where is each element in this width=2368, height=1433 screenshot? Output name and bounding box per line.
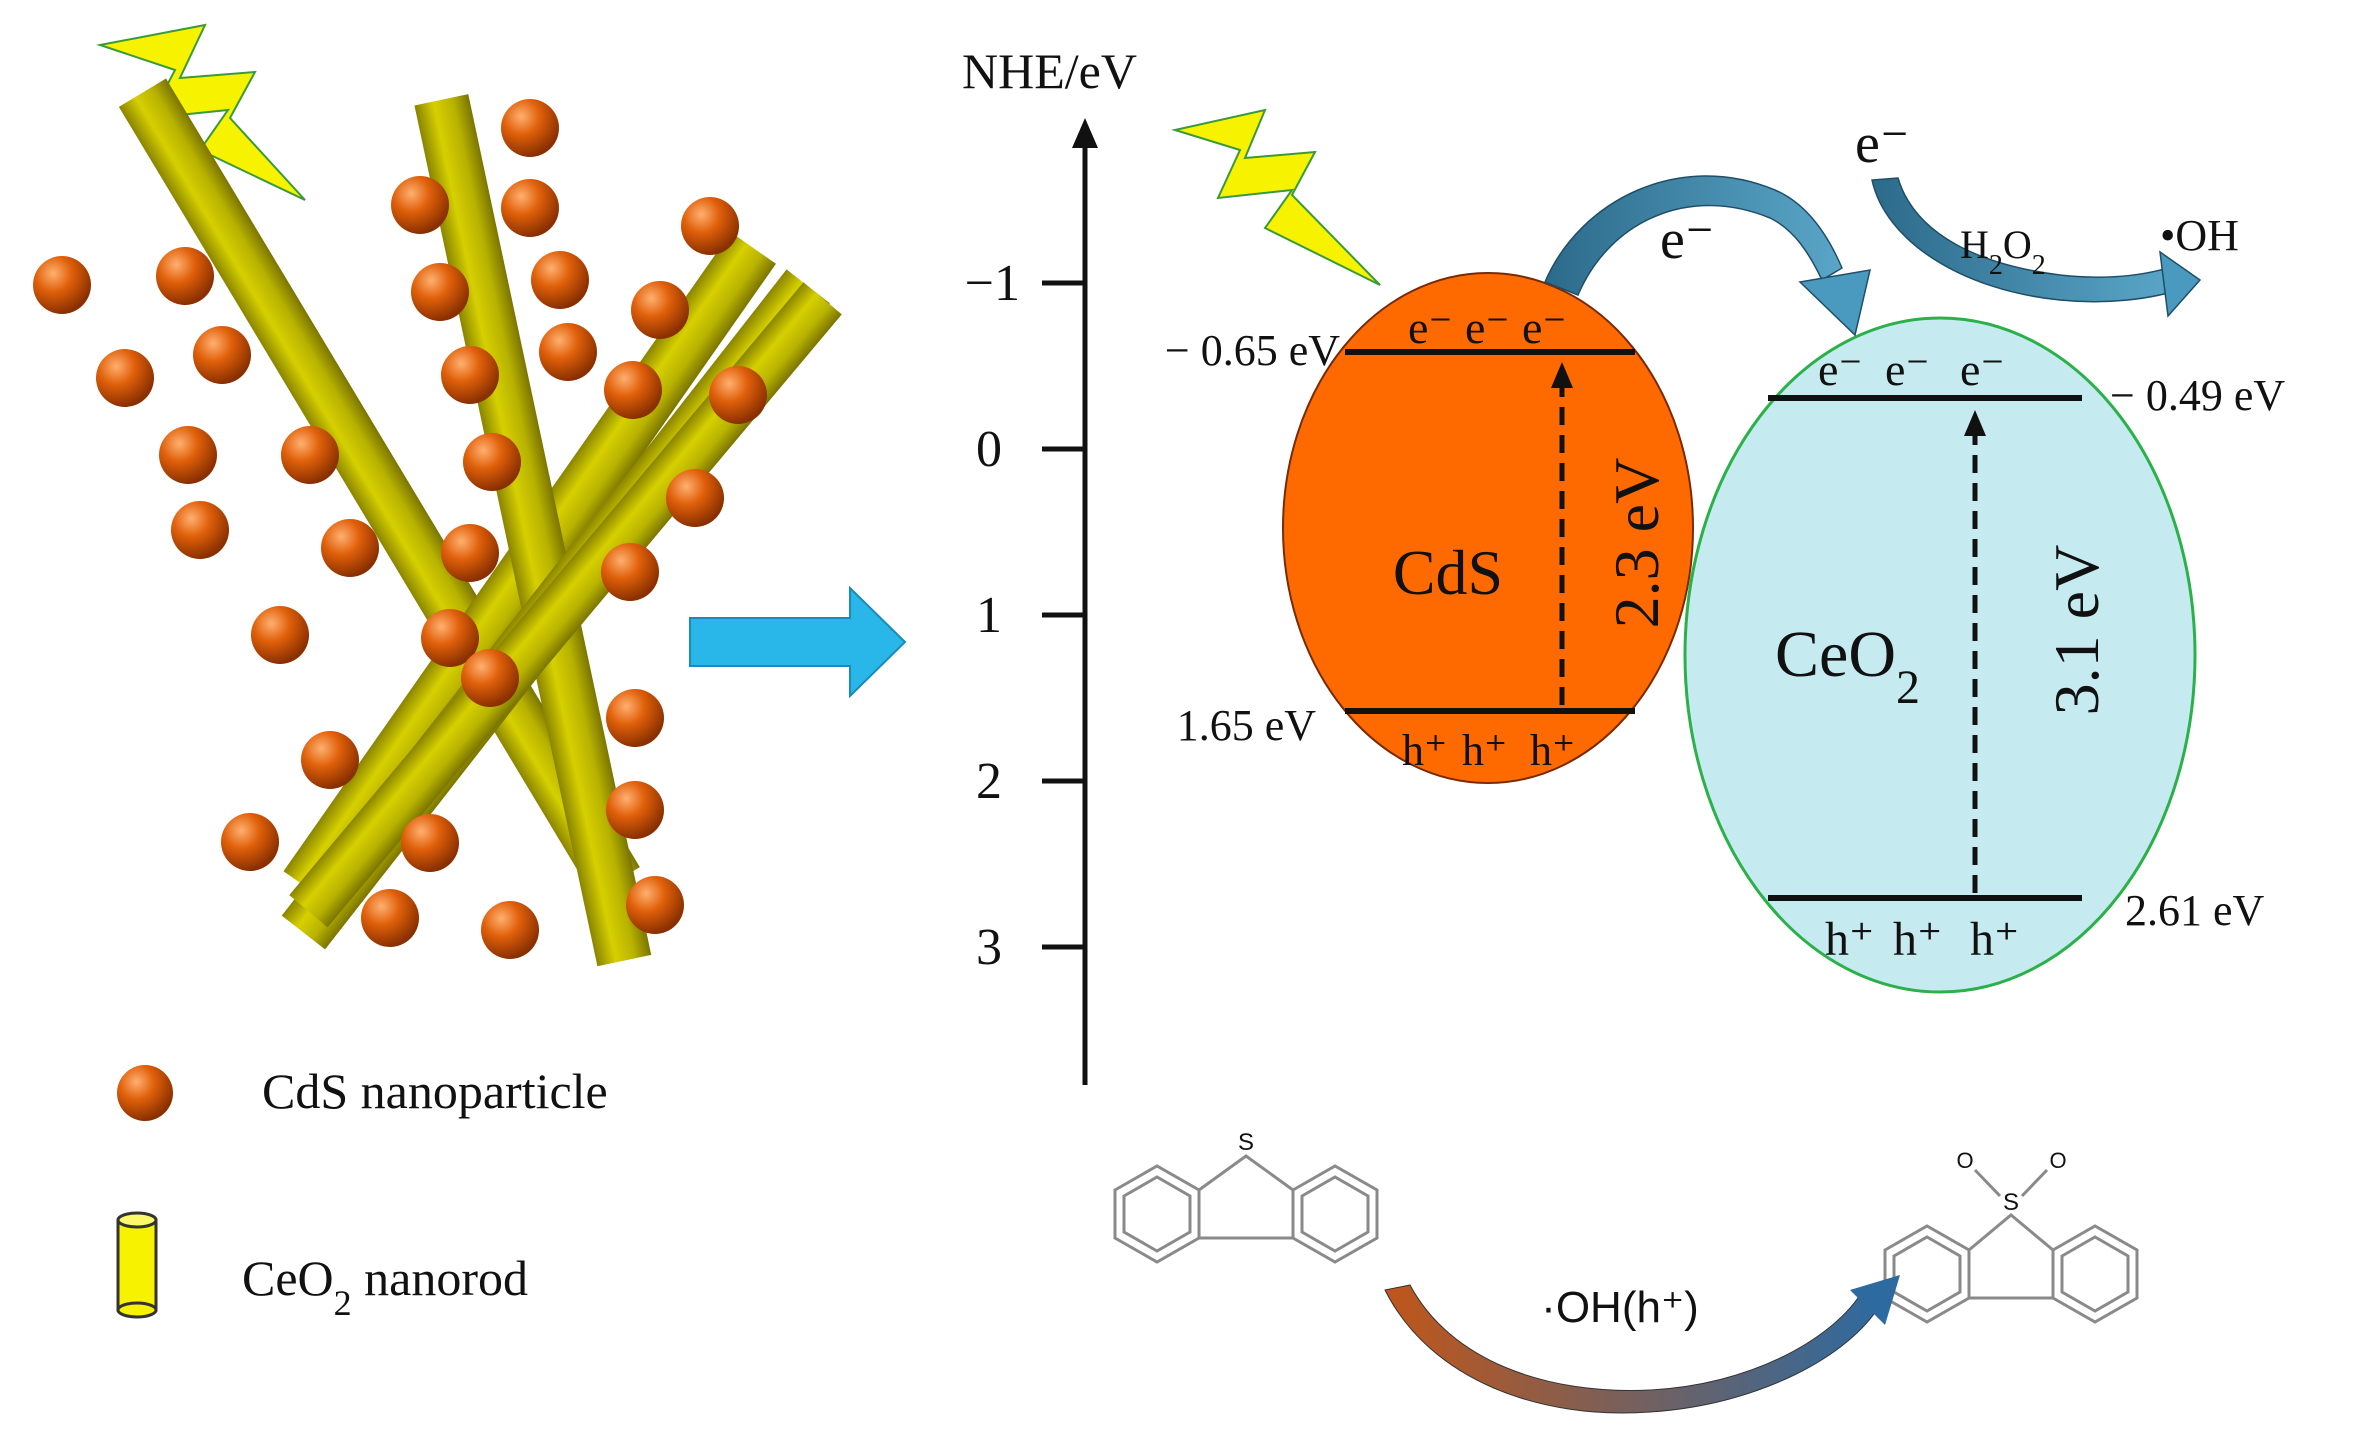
cds-nanoparticle bbox=[461, 649, 519, 707]
cds-nanoparticle bbox=[251, 606, 309, 664]
legend: CdS nanoparticle CeO2 nanorod bbox=[116, 1063, 608, 1323]
nanostructure-illustration bbox=[33, 23, 842, 967]
cds-vb-carrier: h⁺ bbox=[1402, 726, 1447, 775]
reaction-arrow: ·OH(h⁺) bbox=[1384, 1275, 1900, 1414]
ceo2-bandgap-label: 3.1 eV bbox=[2041, 545, 2112, 716]
ceo2-vb-carrier: h⁺ bbox=[1825, 913, 1874, 966]
cds-nanoparticle bbox=[463, 433, 521, 491]
cds-nanoparticle bbox=[301, 731, 359, 789]
cds-nanoparticle bbox=[501, 179, 559, 237]
legend-rod-icon bbox=[116, 1211, 158, 1319]
cds-excitation-arrowhead-icon bbox=[1551, 362, 1573, 388]
transfer-electron-label: e⁻ bbox=[1660, 209, 1714, 271]
process-arrow-icon bbox=[689, 585, 907, 699]
cds-nanoparticle bbox=[441, 346, 499, 404]
nanorod bbox=[289, 282, 842, 928]
tick-label: 3 bbox=[976, 919, 1002, 976]
sulfone-sulfur-label: S bbox=[2003, 1189, 2019, 1216]
cds-cb-carrier: e⁻ bbox=[1408, 302, 1453, 353]
reaction-arrowhead-icon bbox=[1850, 1275, 1900, 1325]
cds-nanoparticle bbox=[531, 251, 589, 309]
oh-generation-arrow: e⁻ H2O2 •OH bbox=[1855, 113, 2239, 318]
cds-label: CdS bbox=[1393, 537, 1503, 608]
cds-nanoparticle bbox=[631, 281, 689, 339]
cds-nanoparticle bbox=[96, 349, 154, 407]
cds-nanoparticle bbox=[281, 426, 339, 484]
nanorod bbox=[414, 94, 652, 967]
tick-label: 1 bbox=[976, 587, 1002, 644]
lightning-icon bbox=[1171, 108, 1381, 286]
cds-nanoparticle bbox=[606, 781, 664, 839]
cds-cb-value: − 0.65 eV bbox=[1165, 326, 1340, 375]
sulfone-oxygen-label: O bbox=[1956, 1148, 1973, 1173]
cds-nanoparticle bbox=[681, 197, 739, 255]
legend-particle-icon bbox=[117, 1065, 173, 1121]
ceo2-vb-carrier: h⁺ bbox=[1970, 913, 2019, 966]
cds-nanoparticle bbox=[666, 469, 724, 527]
cds-nanoparticle bbox=[604, 361, 662, 419]
ceo2-cb-carrier: e⁻ bbox=[1885, 344, 1930, 395]
cds-vb-value: 1.65 eV bbox=[1177, 701, 1317, 750]
cds-nanoparticle bbox=[156, 247, 214, 305]
ceo2-cb-carrier: e⁻ bbox=[1818, 344, 1863, 395]
cds-nanoparticle bbox=[361, 889, 419, 947]
cds-nanoparticle bbox=[421, 609, 479, 667]
cds-nanoparticle bbox=[171, 501, 229, 559]
electron-transfer-arrow: e⁻ bbox=[1544, 175, 1871, 337]
tick-label: −1 bbox=[965, 255, 1020, 312]
cds-nanoparticle bbox=[481, 901, 539, 959]
cds-nanoparticle bbox=[709, 366, 767, 424]
cds-nanoparticle bbox=[539, 323, 597, 381]
cds-vb-carrier: h⁺ bbox=[1462, 726, 1507, 775]
hydroxyl-radical-label: •OH bbox=[2160, 211, 2239, 260]
ceo2-band-shape bbox=[1683, 316, 2197, 994]
cds-nanoparticle bbox=[626, 876, 684, 934]
tick-label: 0 bbox=[976, 421, 1002, 478]
cds-bandgap-label: 2.3 eV bbox=[1601, 458, 1672, 629]
cds-cb-carrier: e⁻ bbox=[1522, 302, 1567, 353]
cds-nanoparticle bbox=[411, 263, 469, 321]
reaction-condition-label: ·OH(h⁺) bbox=[1541, 1283, 1699, 1332]
ceo2-vb-carrier: h⁺ bbox=[1893, 913, 1942, 966]
cds-nanoparticle bbox=[321, 519, 379, 577]
tick-label: 2 bbox=[976, 753, 1002, 810]
cds-nanoparticle bbox=[501, 99, 559, 157]
dbt-oxidation-reaction: S S O O bbox=[1113, 1129, 2139, 1324]
ceo2-label: CeO2 bbox=[1775, 618, 1920, 714]
sulfone-oxygen-label: O bbox=[2049, 1148, 2066, 1173]
legend-particle-label: CdS nanoparticle bbox=[262, 1063, 608, 1119]
band-diagram: NHE/eV −1 0 1 2 3 e⁻ e⁻ e⁻ h⁺ h⁺ h⁺ bbox=[962, 43, 2285, 1085]
cds-nanoparticle bbox=[606, 689, 664, 747]
cds-cb-carrier: e⁻ bbox=[1465, 302, 1510, 353]
cds-vb-carrier: h⁺ bbox=[1530, 726, 1575, 775]
cds-nanoparticle bbox=[441, 524, 499, 582]
ceo2-excitation-arrowhead-icon bbox=[1964, 410, 1986, 436]
ceo2-vb-value: 2.61 eV bbox=[2125, 886, 2265, 935]
cds-nanoparticle bbox=[601, 543, 659, 601]
oh-generation-arrowhead-icon bbox=[2159, 250, 2202, 318]
cds-nanoparticle bbox=[391, 176, 449, 234]
cds-nanoparticle bbox=[221, 813, 279, 871]
cds-band-shape bbox=[1282, 272, 1694, 784]
axis-label: NHE/eV bbox=[962, 43, 1137, 99]
axis-arrow-icon bbox=[1072, 118, 1098, 148]
cds-nanoparticles bbox=[33, 99, 767, 959]
dbt-sulfur-label: S bbox=[1238, 1129, 1254, 1156]
legend-rod-label: CeO2 nanorod bbox=[242, 1250, 528, 1323]
ceo2-cb-value: − 0.49 eV bbox=[2110, 371, 2285, 420]
cds-nanoparticle bbox=[401, 814, 459, 872]
h2o2-label: H2O2 bbox=[1960, 222, 2046, 281]
electron-transfer-arrowhead-icon bbox=[1798, 269, 1871, 337]
cds-nanoparticle bbox=[193, 326, 251, 384]
dibenzothiophene-structure bbox=[1113, 1154, 1379, 1264]
cds-nanoparticle bbox=[159, 426, 217, 484]
ceo2-cb-carrier: e⁻ bbox=[1960, 344, 2005, 395]
cds-semiconductor: e⁻ e⁻ e⁻ h⁺ h⁺ h⁺ CdS 2.3 eV − 0.65 eV 1… bbox=[1165, 272, 1694, 784]
ceo2-semiconductor: e⁻ e⁻ e⁻ h⁺ h⁺ h⁺ CeO2 3.1 eV − 0.49 eV … bbox=[1683, 316, 2285, 994]
incoming-electron-label: e⁻ bbox=[1855, 113, 1909, 175]
cds-nanoparticle bbox=[33, 256, 91, 314]
axis-ticks: −1 0 1 2 3 bbox=[965, 255, 1085, 976]
